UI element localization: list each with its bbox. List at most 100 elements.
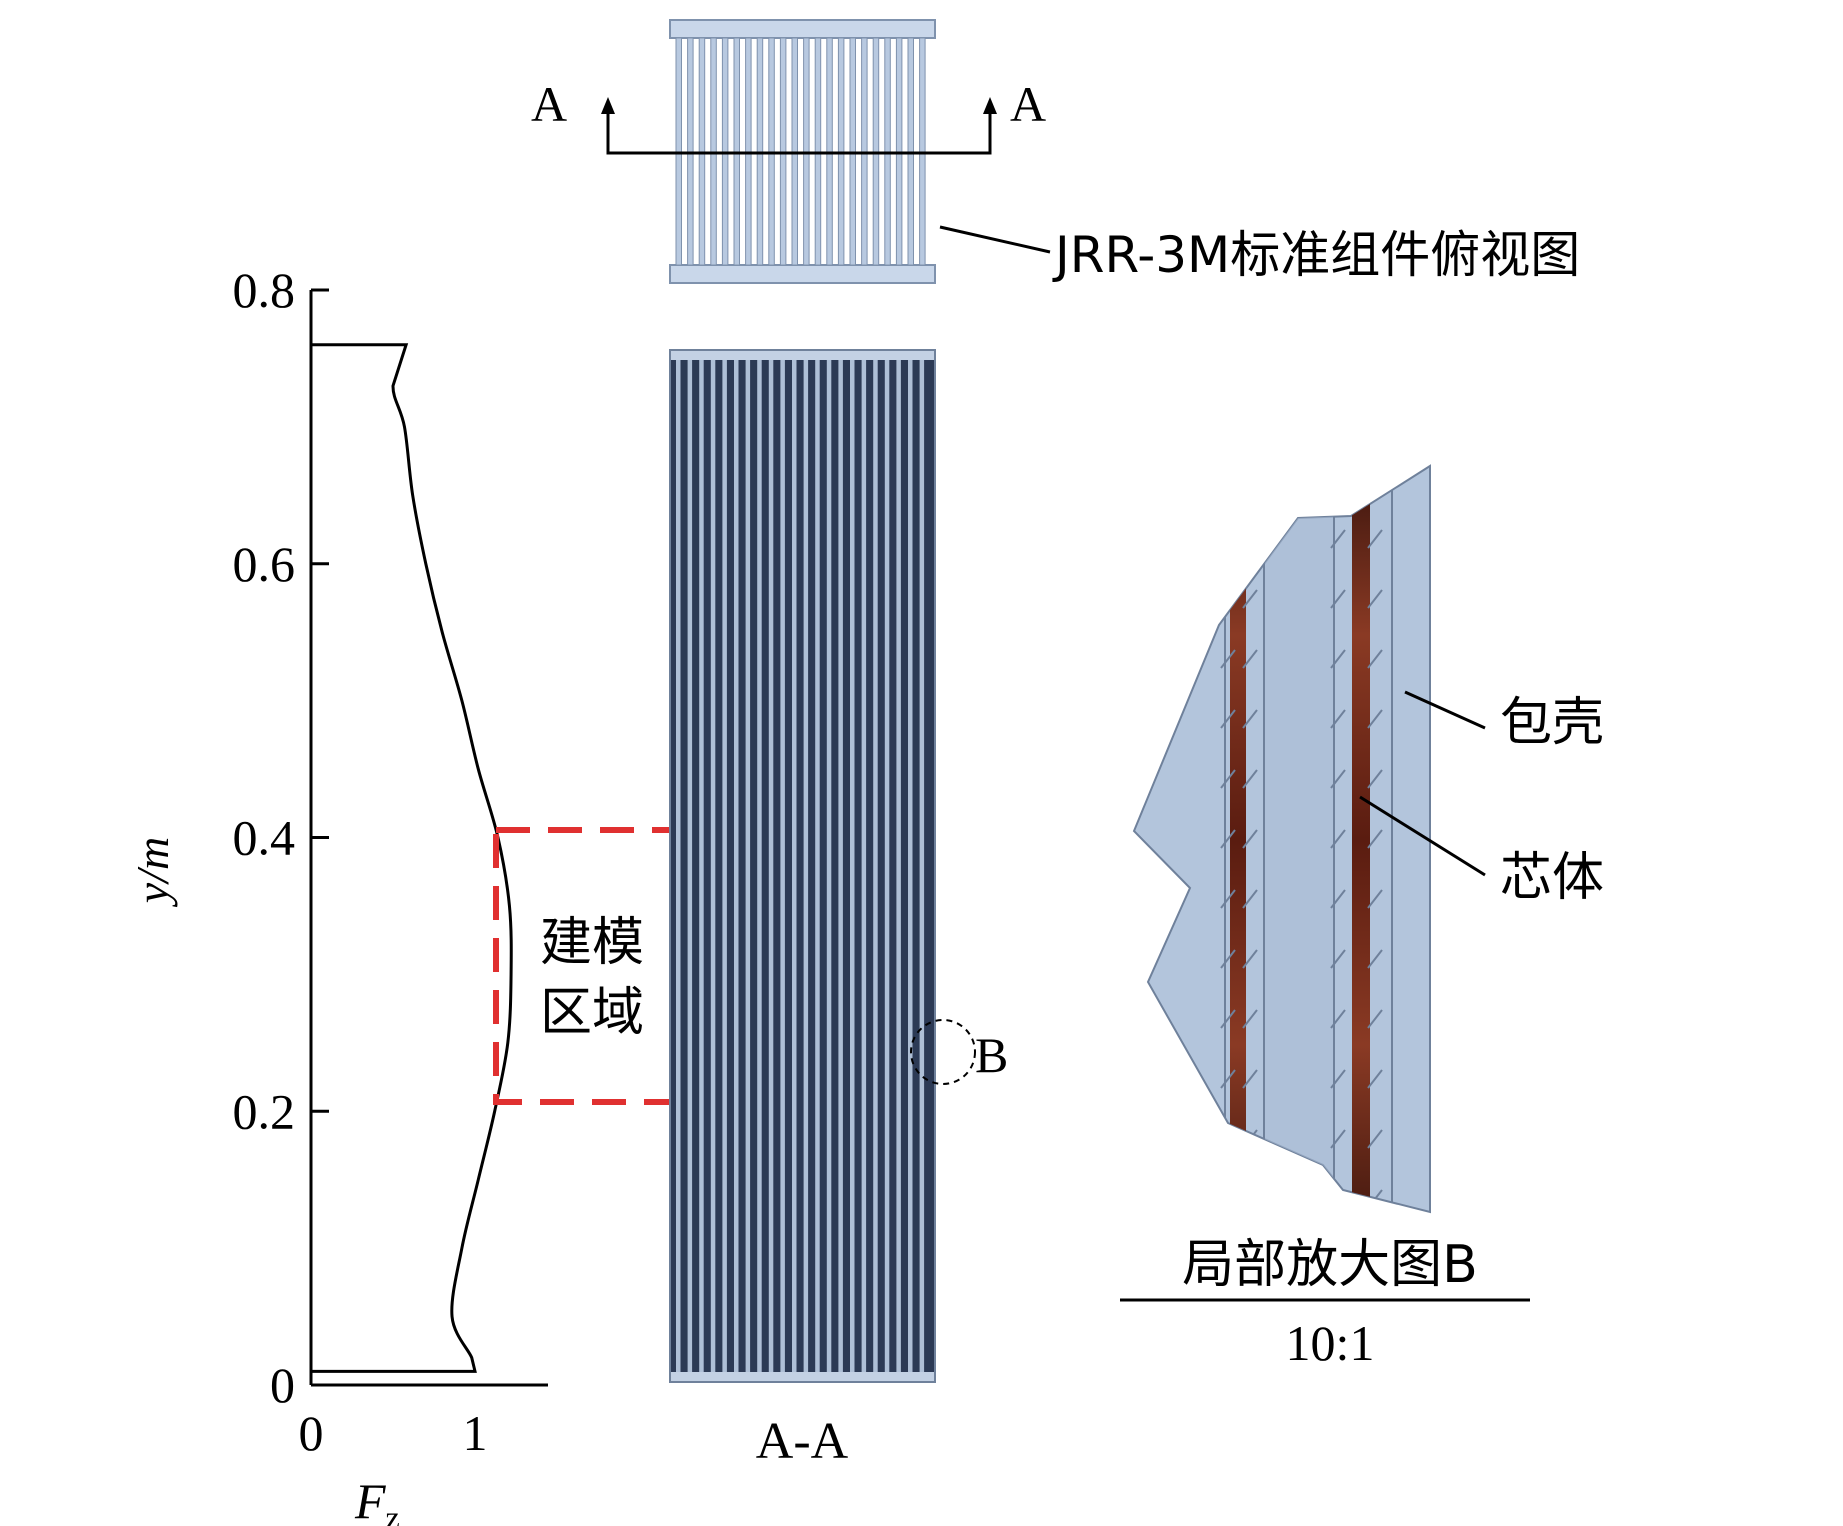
section-view-plate [850, 360, 855, 1372]
section-arrow-right [983, 97, 997, 114]
y-tick-label: 0.8 [233, 262, 296, 318]
section-view-background [670, 350, 935, 1380]
section-view-plate [676, 360, 681, 1372]
section-view-plate [826, 360, 832, 1372]
section-letter-right: A [1010, 76, 1046, 132]
hatch-stroke [1242, 469, 1258, 489]
hatch-stroke [1220, 709, 1236, 729]
hatch-stroke [1242, 889, 1258, 909]
cladding-callout-line [1404, 690, 1486, 730]
hatch-stroke [1330, 589, 1346, 609]
hatch-stroke [1367, 529, 1383, 549]
hatch-stroke [1242, 1069, 1258, 1089]
detail-fuel-core-left [1230, 466, 1246, 1212]
core-label: 芯体 [1500, 848, 1604, 908]
section-view-end-plate-top [670, 350, 935, 360]
section-view-plate [768, 360, 774, 1372]
section-view-plate [861, 360, 867, 1372]
hatch-stroke [1367, 949, 1383, 969]
section-view-plate [803, 360, 809, 1372]
section-view-plate [699, 360, 704, 1372]
hatch-stroke [1220, 769, 1236, 789]
hatch-stroke [1367, 829, 1383, 849]
top-view-callout-line [939, 225, 1051, 254]
hatch-stroke [1242, 1009, 1258, 1029]
section-view-plate [838, 360, 843, 1372]
section-view-plate [908, 360, 913, 1372]
hatch-stroke [1330, 1189, 1346, 1209]
section-view-plate [884, 360, 890, 1372]
x-tick-label: 0 [299, 1405, 324, 1461]
top-view-end-bar-bottom [669, 264, 936, 284]
hatch-stroke [1242, 649, 1258, 669]
modeling-region-label-line2: 区域 [540, 983, 644, 1043]
hatch-stroke [1367, 769, 1383, 789]
detail-fuel-core-right [1352, 466, 1370, 1212]
modeling-region-label-line1: 建模 [540, 913, 644, 973]
section-view-plate [780, 360, 785, 1372]
hatch-stroke [1242, 529, 1258, 549]
section-view-plate [722, 360, 727, 1372]
detail-title: 局部放大图B [1182, 1235, 1478, 1295]
y-axis-label: y/m [127, 837, 178, 907]
y-ticks: 0 0.2 0.4 0.6 0.8 [233, 262, 329, 1413]
hatch-stroke [1220, 949, 1236, 969]
section-view-plate [745, 360, 751, 1372]
section-view-plate [896, 360, 901, 1372]
hatch-stroke [1367, 589, 1383, 609]
section-view-plate [873, 360, 878, 1372]
profile-curve [311, 343, 513, 1373]
hatch-stroke [1220, 829, 1236, 849]
section-view-plate [710, 360, 716, 1372]
modeling-region-box [493, 827, 714, 1105]
hatch-stroke [1330, 1129, 1346, 1149]
hatch-stroke [1367, 1069, 1383, 1089]
hatch-stroke [1330, 709, 1346, 729]
x-axis-label-main: F [354, 1473, 386, 1526]
y-tick-label: 0.2 [233, 1083, 296, 1139]
section-view-a-a: A-A B [669, 349, 1008, 1470]
hatch-stroke [1330, 1069, 1346, 1089]
hatch-stroke [1220, 469, 1236, 489]
hatch-stroke [1220, 889, 1236, 909]
x-tick-label: 1 [463, 1405, 488, 1461]
hatch-stroke [1367, 649, 1383, 669]
hatch-stroke [1330, 529, 1346, 549]
detail-marker-letter: B [975, 1027, 1008, 1083]
hatch-stroke [1330, 649, 1346, 669]
hatch-stroke [1330, 469, 1346, 489]
hatch-stroke [1330, 1009, 1346, 1029]
section-view-label: A-A [756, 1413, 849, 1470]
top-view: A A JRR-3M标准组件俯视图 [531, 19, 1580, 284]
hatch-stroke [1330, 769, 1346, 789]
section-view-plate [687, 360, 693, 1372]
top-view-callout-label: JRR-3M标准组件俯视图 [1052, 226, 1580, 284]
section-arrow-left [601, 97, 615, 114]
hatch-stroke [1220, 1069, 1236, 1089]
section-view-plate [757, 360, 762, 1372]
hatch-stroke [1242, 589, 1258, 609]
y-tick-label: 0.4 [233, 810, 296, 866]
y-tick-label: 0.6 [233, 536, 296, 592]
x-axis-label: Fz [354, 1473, 400, 1526]
hatch-stroke [1242, 1189, 1258, 1209]
hatch-stroke [1367, 469, 1383, 489]
modeling-region: 建模 区域 [493, 827, 714, 1105]
cladding-label: 包壳 [1500, 693, 1604, 753]
section-view-outline [669, 349, 936, 1383]
hatch-stroke [1220, 649, 1236, 669]
hatch-stroke [1367, 889, 1383, 909]
section-view-plate [792, 360, 797, 1372]
section-letter-left: A [531, 76, 567, 132]
y-tick-label: 0 [270, 1357, 295, 1413]
section-view-plate [734, 360, 739, 1372]
hatch-stroke [1367, 1129, 1383, 1149]
hatch-stroke [1242, 709, 1258, 729]
hatch-stroke [1242, 949, 1258, 969]
detail-coolant-gap [1264, 466, 1334, 1212]
top-view-end-bar-top [669, 19, 936, 39]
hatch-stroke [1220, 529, 1236, 549]
